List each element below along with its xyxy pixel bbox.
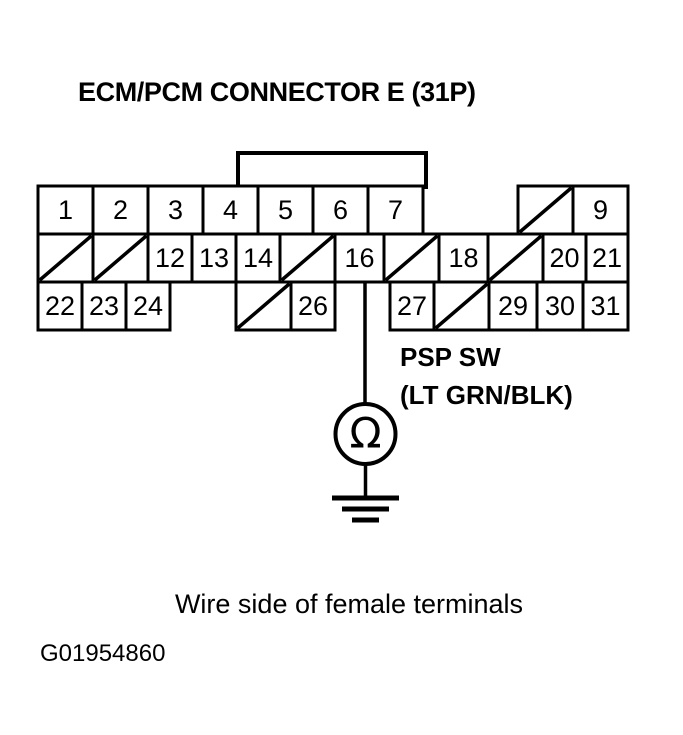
pin-cell-29: 29	[487, 280, 539, 332]
pin-cell-13: 13	[190, 232, 238, 284]
pin-cell-23: 23	[80, 280, 128, 332]
pin-label-29: 29	[498, 291, 528, 321]
pin-label-7: 7	[388, 195, 403, 225]
wire-color-label: (LT GRN/BLK)	[400, 380, 573, 410]
pin-cell-15-blocked	[278, 232, 337, 284]
pin-label-13: 13	[199, 243, 229, 273]
pin-label-2: 2	[113, 195, 128, 225]
figure-id: G01954860	[40, 640, 165, 667]
pin-cell-20: 20	[541, 232, 588, 284]
pin-cell-5: 5	[256, 184, 315, 236]
pin-label-31: 31	[590, 291, 620, 321]
blocked-slash-icon	[236, 282, 291, 330]
pin-cell-30: 30	[535, 280, 585, 332]
pin-cell-14: 14	[234, 232, 282, 284]
pin-label-5: 5	[278, 195, 293, 225]
connector-row-2: 12 13 14 16	[36, 232, 630, 284]
pin-label-12: 12	[155, 243, 185, 273]
pin-label-22: 22	[45, 291, 75, 321]
pin-cell-3: 3	[146, 184, 205, 236]
blocked-slash-icon	[38, 234, 93, 282]
diagram-title: ECM/PCM CONNECTOR E (31P)	[78, 77, 476, 107]
blocked-slash-icon	[384, 234, 439, 282]
ground-symbol-icon	[332, 495, 399, 523]
pin-cell-7: 7	[366, 184, 425, 236]
pin-cell-26: 26	[289, 280, 337, 332]
pin-label-30: 30	[545, 291, 575, 321]
pin-cell-9: 9	[571, 184, 630, 236]
pin-label-6: 6	[333, 195, 348, 225]
pin-label-1: 1	[58, 195, 73, 225]
blocked-slash-icon	[518, 186, 573, 234]
ohm-glyph-icon: Ω	[349, 409, 381, 458]
blocked-slash-icon	[93, 234, 148, 282]
pin-label-14: 14	[243, 243, 273, 273]
pin-label-24: 24	[133, 291, 163, 321]
pin-cell-16: 16	[333, 232, 386, 284]
pin-label-21: 21	[592, 243, 622, 273]
pin-cell-8-blocked	[516, 184, 575, 236]
pin-cell-18: 18	[437, 232, 490, 284]
pin-cell-10-blocked	[36, 232, 95, 284]
connector-row-1: 1 2 3 4 5 6 7	[36, 184, 630, 236]
view-caption: Wire side of female terminals	[175, 589, 523, 619]
pin-cell-19-blocked	[486, 232, 545, 284]
pin-cell-27: 27	[388, 280, 436, 332]
pin-cell-4: 4	[201, 184, 260, 236]
pin-cell-17-blocked	[382, 232, 441, 284]
blocked-slash-icon	[488, 234, 543, 282]
pin-cell-25-blocked	[234, 280, 293, 332]
pin-label-26: 26	[298, 291, 328, 321]
pin-cell-24: 24	[124, 280, 172, 332]
pin-label-4: 4	[223, 195, 238, 225]
pin-cell-2: 2	[91, 184, 150, 236]
pin-cell-1: 1	[36, 184, 95, 236]
pin-label-27: 27	[397, 291, 427, 321]
blocked-slash-icon	[280, 234, 335, 282]
pin-label-9: 9	[593, 195, 608, 225]
pin-cell-21: 21	[584, 232, 630, 284]
pin-cell-11-blocked	[91, 232, 150, 284]
blocked-slash-icon	[434, 282, 489, 330]
pin-cell-28-blocked	[432, 280, 491, 332]
pin-label-3: 3	[168, 195, 183, 225]
pin-cell-12: 12	[146, 232, 194, 284]
pin-cell-22: 22	[36, 280, 84, 332]
pin-label-16: 16	[344, 243, 374, 273]
pin-label-20: 20	[549, 243, 579, 273]
connector-row-3: 22 23 24 26 27	[36, 280, 630, 332]
pin-label-18: 18	[448, 243, 478, 273]
connector-locking-tab	[236, 151, 428, 189]
pin-cell-6: 6	[311, 184, 370, 236]
pin-cell-31: 31	[581, 280, 630, 332]
signal-name-label: PSP SW	[400, 342, 501, 372]
measurement-circuit: Ω	[332, 282, 399, 523]
pin-label-23: 23	[89, 291, 119, 321]
